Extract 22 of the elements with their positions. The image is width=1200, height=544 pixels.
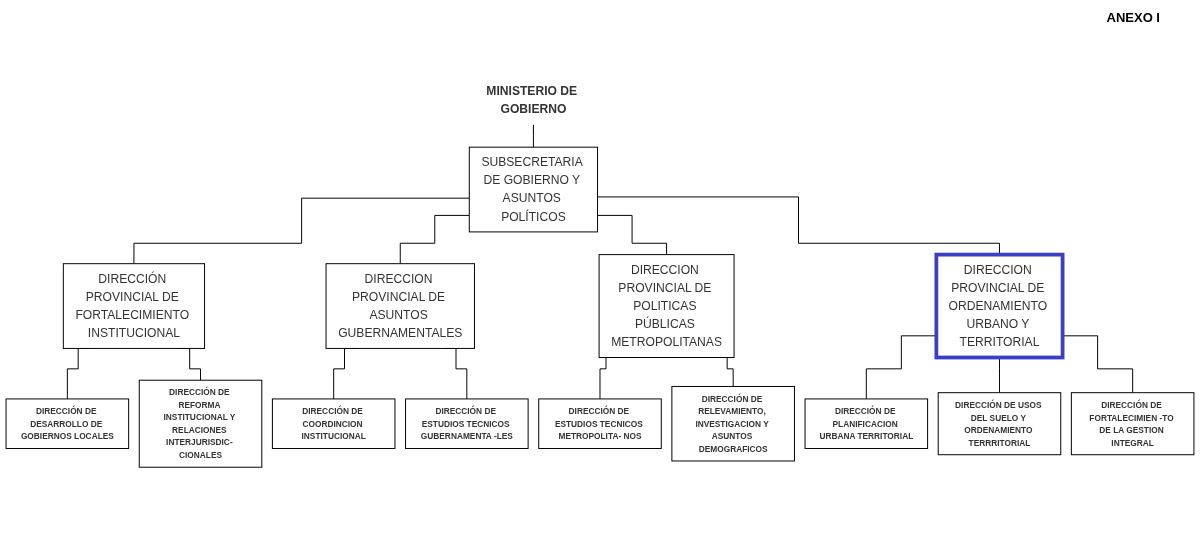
connector [597,196,1000,256]
connector [399,215,470,265]
node-box: SUBSECRETARIA DE GOBIERNO Y ASUNTOS POLÍTICOS [468,147,599,233]
node-box: DIRECCION PROVINCIAL DE ASUNTOS GUBERNAMENTALES [325,263,475,350]
connector [133,198,470,265]
node-box: DIRECCIÓN DE DESARROLLO DE GOBIERNOS LOCALES [5,398,130,450]
node-box: DIRECCIÓN DE RELEVAMIENTO, INVESTIGACION Y ASUNTOS DEMOGRAFICOS [671,386,795,462]
node-box: DIRECCIÓN PROVINCIAL DE FORTALECIMIENTO INSTITUCIONAL [62,263,206,350]
connector [532,124,534,148]
node-box: DIRECCIÓN DE USOS DEL SUELO Y ORDENAMIENTO TERRRITORIAL [937,392,1062,456]
connector [597,215,668,256]
node-box: DIRECCIÓN DE COORDINCION INSTITUCIONAL [271,398,396,450]
node-box: DIRECCIÓN DE ESTUDIOS TECNICOS GUBERNAMENTA -LES [405,398,529,450]
node-box: DIRECCION PROVINCIAL DE ORDENAMIENTO URBANO Y TERRITORIAL [934,253,1065,360]
node-box: DIRECCIÓN DE REFORMA INSTITUCIONAL Y RELACIONES INTERJURISDIC- CIONALES [138,380,263,469]
annex-label: ANEXO I [1106,10,1160,25]
node-box: DIRECCIÓN DE ESTUDIOS TECNICOS METROPOLITA- NOS [538,398,662,450]
node-box: DIRECCION PROVINCIAL DE POLITICAS PÚBLICAS METROPOLITANAS [598,254,735,359]
connector [999,357,1000,394]
node-box: DIRECCIÓN DE PLANIFICACION URBANA TERRITORIAL [804,398,929,450]
node-box: DIRECCIÓN DE FORTALECIMIEN -TO DE LA GESTION INTEGRAL [1070,392,1195,456]
node-text: MINISTERIO DE GOBIERNO [486,84,578,116]
